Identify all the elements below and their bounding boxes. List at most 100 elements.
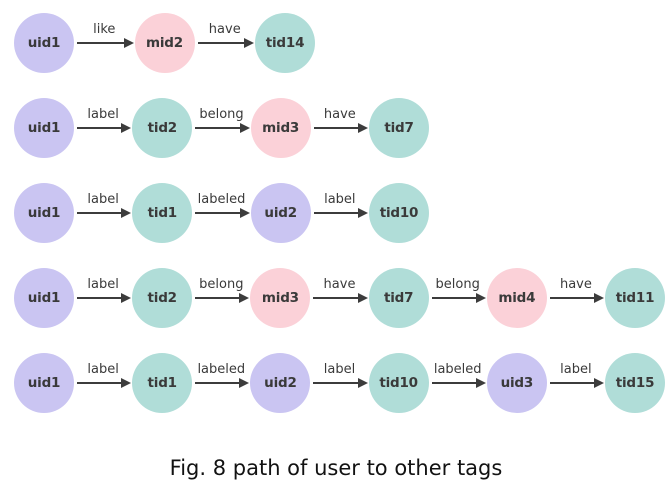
path-edge: belong [192,268,250,328]
user-node: uid3 [486,353,547,413]
edge-label: label [323,362,356,377]
arrow-head-icon [121,208,132,218]
edge-label: label [87,107,119,122]
path-diagram: uid1 like mid2 have tid14 uid1 label tid2 belong… [0,11,672,415]
edge-line [77,212,123,214]
edge-label: labeled [197,192,246,207]
edge-line [549,382,596,384]
user-node: uid2 [250,353,311,413]
movie-node: mid2 [134,13,195,73]
arrow-head-icon [239,293,250,303]
edge-label: label [87,362,119,377]
arrow-head-icon [475,293,486,303]
figure-caption-text: Fig. 8 path of user to other tags [169,456,503,480]
edge-label: belong [199,107,244,122]
figure-caption: Fig. 8 path of user to other tags [0,440,672,496]
tag-node: tid7 [368,98,429,158]
movie-node: mid3 [250,98,311,158]
path-edge: labeled [192,353,250,413]
edge-label: have [323,107,356,122]
path-edge: labeled [192,183,250,243]
edge-line [313,127,359,129]
tag-node: tid11 [605,268,666,328]
arrow-head-icon [123,38,134,48]
user-node: uid1 [14,13,74,73]
tag-node: tid2 [132,98,193,158]
edge-label: labeled [433,362,482,377]
arrow-head-icon [357,208,368,218]
arrow-head-icon [594,378,605,388]
arrow-head-icon [357,123,368,133]
edge-label: labeled [197,362,246,377]
edge-line [197,42,245,44]
path-edge: have [310,268,368,328]
user-node: uid1 [14,183,74,243]
path-edge: label [310,353,368,413]
user-node: uid1 [14,98,74,158]
edge-line [77,382,123,384]
edge-line [195,382,241,384]
edge-line [77,297,123,299]
arrow-head-icon [244,38,254,48]
arrow-head-icon [239,123,250,133]
arrow-head-icon [357,378,368,388]
path-edge: label [74,98,132,158]
edge-label: have [559,277,592,292]
arrow-head-icon [475,378,486,388]
edge-label: label [560,362,592,377]
path-edge: label [74,353,132,413]
path-edge: belong [429,268,487,328]
edge-line [313,212,359,214]
tag-node: tid1 [132,353,193,413]
arrow-head-icon [121,293,132,303]
tag-node: tid10 [368,353,429,413]
path-edge: label [311,183,369,243]
edge-line [195,212,241,214]
path-edge: belong [192,98,250,158]
path-edge: have [195,13,256,73]
edge-label: label [87,277,119,292]
arrow-head-icon [239,208,250,218]
edge-line [77,42,125,44]
path-row: uid1 label tid1 labeled uid2 label tid10 labele… [0,351,672,415]
edge-line [549,297,596,299]
tag-node: tid14 [255,13,315,73]
movie-node: mid3 [250,268,311,328]
edge-line [195,297,241,299]
tag-node: tid15 [605,353,666,413]
edge-label: label [87,192,119,207]
edge-line [431,297,477,299]
edge-label: label [324,192,356,207]
path-edge: have [311,98,369,158]
edge-label: belong [435,277,480,292]
path-edge: label [547,353,605,413]
edge-line [77,127,123,129]
tag-node: tid10 [368,183,429,243]
arrow-head-icon [594,293,605,303]
user-node: uid1 [14,268,74,328]
edge-label: belong [199,277,244,292]
path-edge: like [74,13,135,73]
user-node: uid1 [14,353,74,413]
path-row: uid1 label tid1 labeled uid2 label tid10 [0,181,436,245]
arrow-head-icon [121,378,132,388]
path-row: uid1 like mid2 have tid14 [0,11,322,75]
tag-node: tid7 [368,268,429,328]
path-row: uid1 label tid2 belong mid3 have tid7 [0,96,436,160]
arrow-head-icon [121,123,132,133]
edge-label: like [93,22,116,37]
tag-node: tid1 [132,183,193,243]
edge-line [313,382,359,384]
edge-line [313,297,359,299]
path-edge: label [74,183,132,243]
path-edge: have [547,268,605,328]
edge-line [195,127,241,129]
arrow-head-icon [357,293,368,303]
edge-label: have [208,22,241,37]
arrow-head-icon [239,378,250,388]
tag-node: tid2 [132,268,193,328]
user-node: uid2 [250,183,311,243]
edge-label: have [323,277,356,292]
path-edge: labeled [429,353,487,413]
